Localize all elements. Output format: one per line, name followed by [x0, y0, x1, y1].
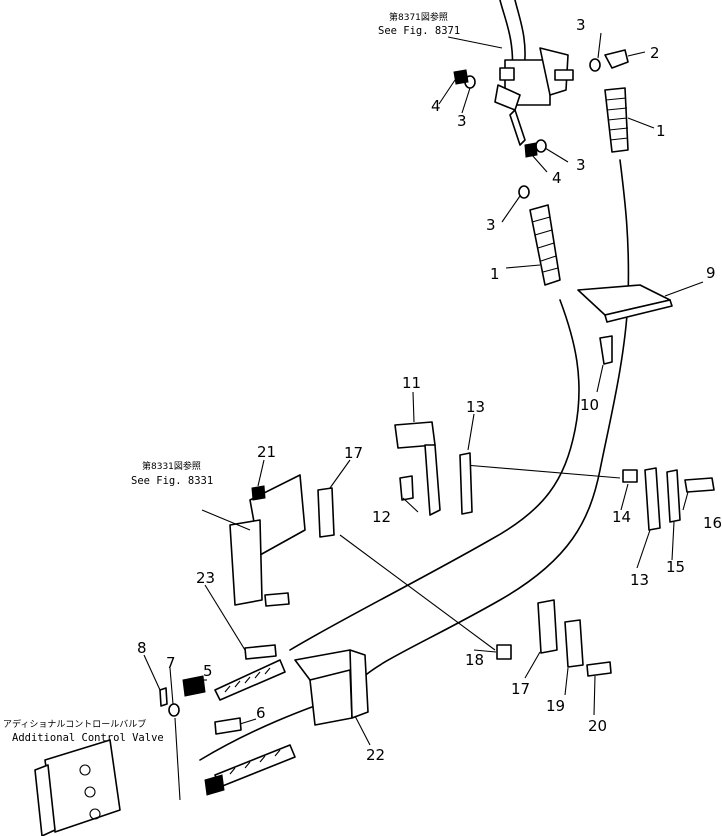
callout-leaders [143, 32, 704, 746]
callout-3-left: 3 [457, 112, 467, 130]
callout-10: 10 [580, 396, 599, 414]
collar-18 [496, 644, 512, 660]
callout-8: 8 [137, 639, 147, 657]
bolt-10 [599, 335, 613, 365]
plate-15 [666, 469, 681, 523]
pin-6 [214, 717, 242, 735]
joint-5 [182, 675, 206, 697]
ref-left-en: See Fig. 8331 [131, 475, 213, 487]
cable-end-lower-left [214, 659, 286, 701]
callout-6: 6 [256, 704, 266, 722]
bracket-11 [394, 421, 441, 516]
callout-13-right: 13 [630, 571, 649, 589]
clamp-17-lower [537, 599, 558, 654]
elbow-fitting-2 [604, 49, 629, 69]
callout-16: 16 [703, 514, 722, 532]
ref-top-en: See Fig. 8371 [378, 25, 460, 37]
callout-1-right: 1 [656, 122, 666, 140]
callout-12: 12 [372, 508, 391, 526]
callout-3-top: 3 [576, 16, 586, 34]
callout-15: 15 [666, 558, 685, 576]
bolt-12 [399, 475, 414, 501]
ref-top-jp: 第8371図参照 [389, 11, 448, 23]
plate-13-right [644, 467, 661, 531]
callout-17-upper: 17 [344, 444, 363, 462]
bracket-9 [577, 284, 673, 323]
cable-end-lower-right [214, 744, 296, 788]
callout-1-left: 1 [490, 265, 500, 283]
clamp-17-upper [317, 487, 335, 538]
nuts-4 [453, 69, 538, 158]
solenoid-valve-block [494, 47, 574, 146]
callout-4-left: 4 [431, 97, 441, 115]
ref-valve-jp: アディショナルコントロールバルブ [3, 718, 146, 730]
callout-17-lower: 17 [511, 680, 530, 698]
collar-14 [622, 469, 638, 483]
callout-11: 11 [402, 374, 421, 392]
control-cables [174, 0, 630, 801]
callout-3-mid: 3 [576, 156, 586, 174]
callout-21: 21 [257, 443, 276, 461]
callout-13-left: 13 [466, 398, 485, 416]
bolt-23 [244, 644, 277, 660]
callout-19: 19 [546, 697, 565, 715]
cable-end-upper-left [529, 204, 561, 286]
callout-7: 7 [166, 654, 176, 672]
plate-19 [564, 619, 584, 668]
callout-5: 5 [203, 662, 213, 680]
bolt-16 [684, 477, 715, 493]
callout-18: 18 [465, 651, 484, 669]
o-rings-3 [464, 58, 601, 199]
callout-4-mid: 4 [552, 169, 562, 187]
callout-2: 2 [650, 44, 660, 62]
bolt-20 [586, 661, 612, 677]
callout-20: 20 [588, 717, 607, 735]
nut-21 [251, 485, 266, 501]
callout-22: 22 [366, 746, 385, 764]
additional-control-valve [34, 739, 225, 836]
callout-14: 14 [612, 508, 631, 526]
ref-valve-en: Additional Control Valve [12, 732, 164, 744]
cotter-pin-8 [159, 687, 168, 707]
washer-7 [168, 703, 180, 717]
plate-13-left [459, 452, 473, 515]
bolt-bracket [264, 592, 290, 607]
mounting-bracket-left [229, 474, 306, 606]
ref-left-jp: 第8331図参照 [142, 460, 201, 472]
callout-9: 9 [706, 264, 716, 282]
bracket-22 [294, 649, 369, 726]
callout-3-low: 3 [486, 216, 496, 234]
callout-23: 23 [196, 569, 215, 587]
cable-end-upper-right [604, 87, 629, 153]
